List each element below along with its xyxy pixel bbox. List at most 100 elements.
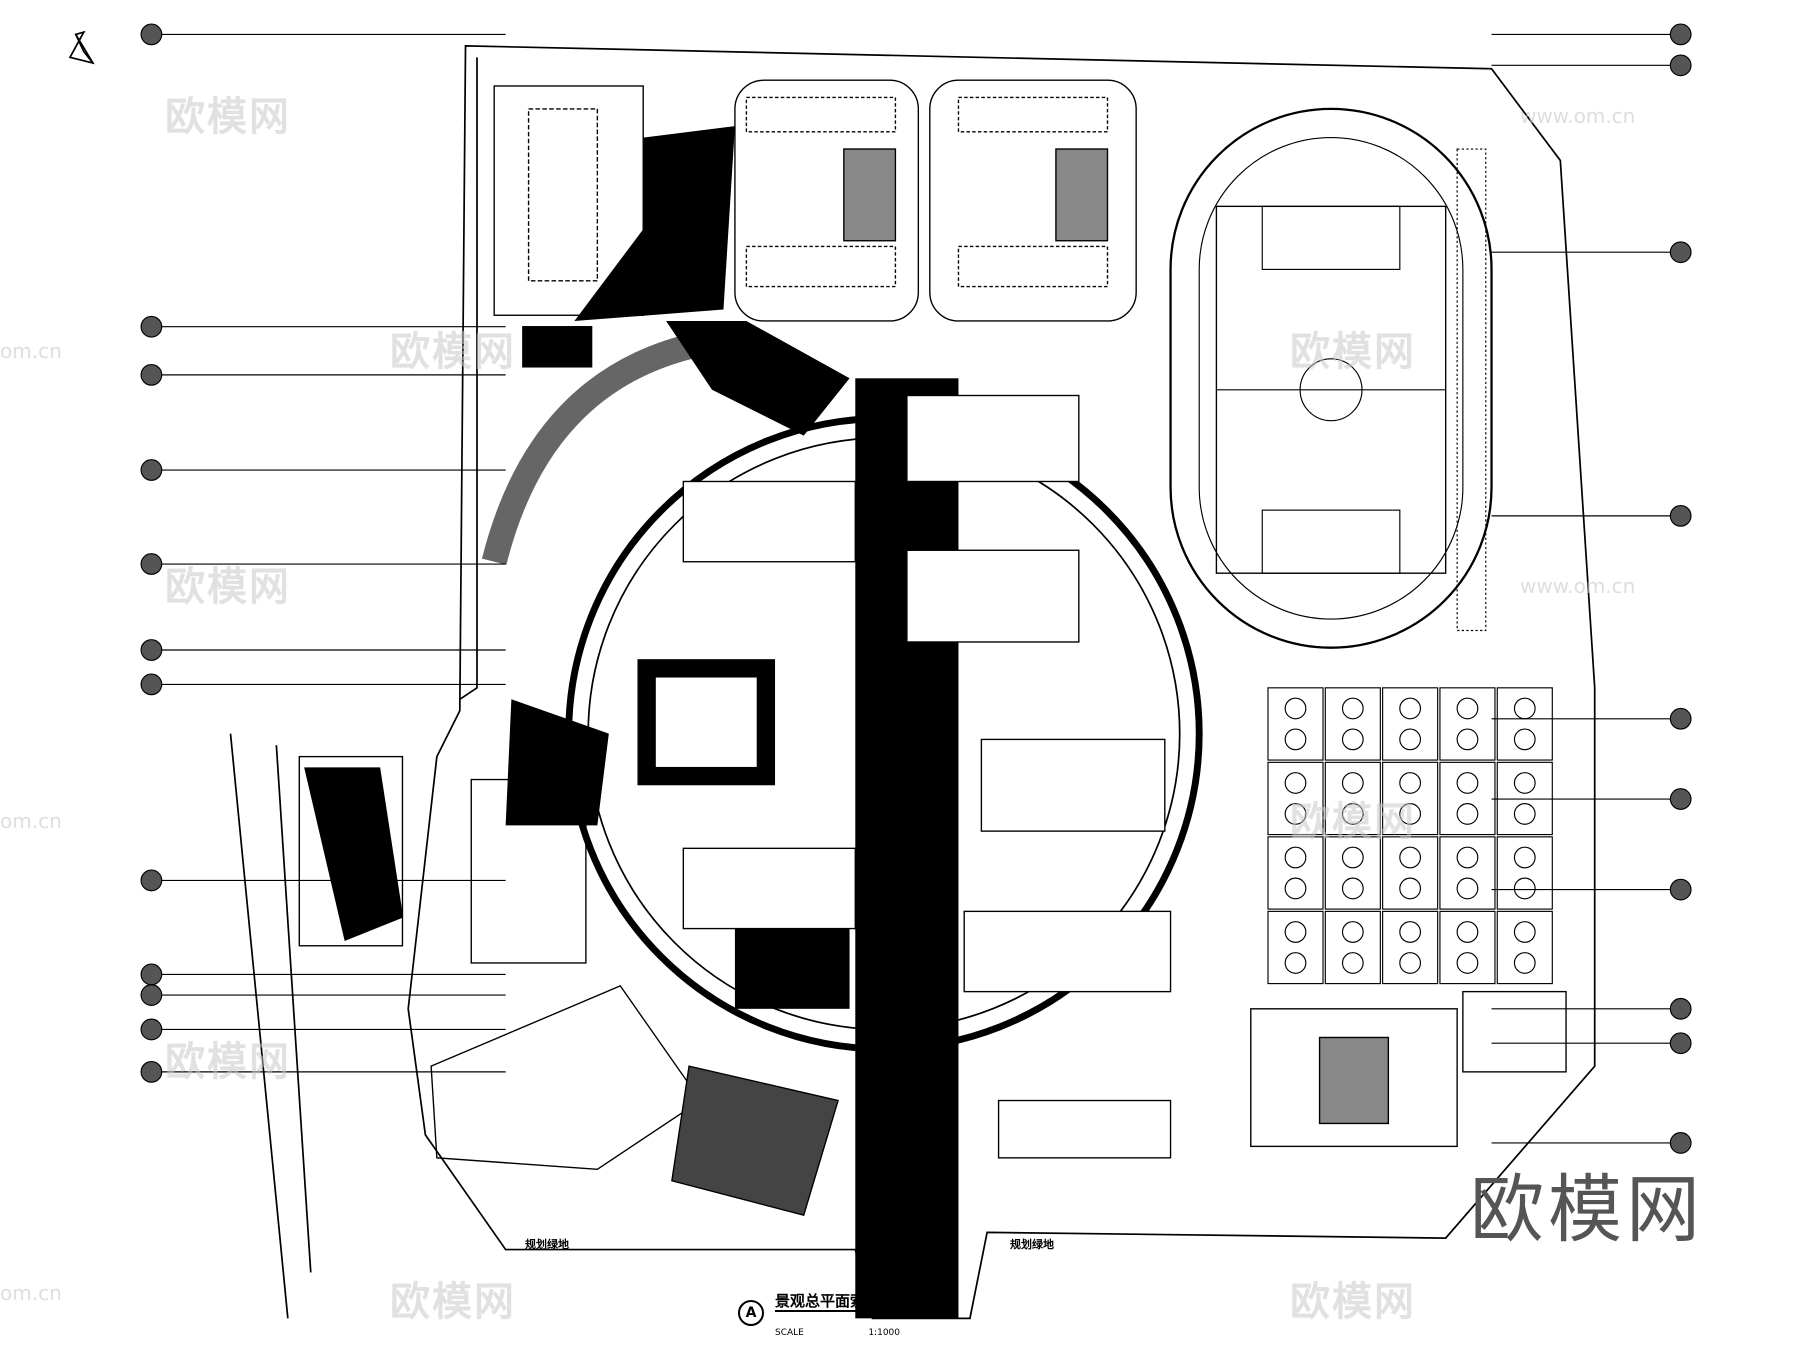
basketball-court: [1496, 687, 1553, 761]
index-callout-icon: [1669, 23, 1692, 46]
basketball-court: [1439, 836, 1496, 910]
index-callout-icon: [1669, 241, 1692, 264]
basketball-court: [1496, 836, 1553, 910]
basketball-court: [1382, 761, 1439, 836]
gymnasium: [1250, 990, 1567, 1148]
scale-value: 1:1000: [868, 1328, 900, 1338]
north-west-building: [493, 85, 644, 368]
arc-building: [481, 331, 704, 565]
court-key: [1284, 877, 1307, 900]
court-key: [1399, 803, 1422, 825]
court-key: [1456, 803, 1479, 825]
scale-label: SCALE: [775, 1328, 804, 1338]
court-key: [1284, 921, 1307, 943]
court-key: [1399, 728, 1422, 751]
watermark-url: www.om.cn: [1520, 104, 1636, 128]
index-callout-icon: [140, 459, 163, 481]
basketball-court: [1324, 761, 1381, 836]
court-key: [1456, 772, 1479, 794]
index-callout-icon: [140, 363, 163, 386]
south-west-buildings: [298, 755, 839, 1216]
index-callout-icon: [140, 984, 163, 1006]
watermark-logo: 欧模网: [1470, 1167, 1704, 1253]
court-key: [1456, 846, 1479, 869]
index-callout-icon: [1669, 1032, 1692, 1055]
teaching-blocks: [682, 394, 1172, 1159]
watermark-url: www.om.cn: [1520, 574, 1636, 598]
index-callout-icon: [140, 639, 163, 661]
central-building: [653, 675, 759, 770]
court-key: [1399, 772, 1422, 794]
watermark: 欧模网: [1290, 329, 1416, 375]
watermark: 欧模网: [165, 564, 291, 610]
court-key: [1284, 803, 1307, 825]
court-key: [1399, 697, 1422, 720]
court-key: [1513, 803, 1536, 825]
basketball-court: [1439, 687, 1496, 761]
court-key: [1456, 921, 1479, 943]
court-key: [1456, 877, 1479, 900]
index-callout-icon: [1669, 54, 1692, 77]
court-key: [1513, 877, 1536, 900]
index-callouts: [140, 23, 1692, 1154]
court-key: [1513, 846, 1536, 869]
basketball-court: [1496, 910, 1553, 985]
watermark-url: om.cn: [0, 1281, 62, 1305]
watermark: 欧模网: [390, 1279, 516, 1325]
court-key: [1284, 772, 1307, 794]
index-callout-icon: [1669, 788, 1692, 810]
court-key: [1456, 697, 1479, 720]
court-key: [1399, 846, 1422, 869]
court-key: [1284, 728, 1307, 751]
court-key: [1513, 952, 1536, 974]
court-key: [1513, 772, 1536, 794]
index-callout-icon: [140, 23, 163, 46]
court-key: [1399, 952, 1422, 974]
court-key: [1399, 921, 1422, 943]
index-callout-icon: [140, 869, 163, 892]
index-callout-icon: [140, 1060, 163, 1083]
index-callout-icon: [1669, 997, 1692, 1020]
court-key: [1456, 952, 1479, 974]
index-callout-icon: [140, 1018, 163, 1041]
basketball-court: [1267, 910, 1324, 985]
drawing-scale: SCALE 1:1000: [775, 1328, 900, 1339]
basketball-court: [1324, 836, 1381, 910]
index-callout-icon: [140, 673, 163, 696]
north-arrow-icon: [68, 30, 95, 65]
basketball-court: [1439, 910, 1496, 985]
basketball-court: [1267, 836, 1324, 910]
basketball-court: [1324, 910, 1381, 985]
index-callout-icon: [140, 963, 163, 986]
basketball-court: [1324, 687, 1381, 761]
central-ring: [565, 414, 1203, 1053]
watermark-url: om.cn: [0, 809, 62, 833]
watermark: 欧模网: [165, 94, 291, 140]
classroom-cluster-north: [734, 79, 1137, 322]
court-key: [1513, 697, 1536, 720]
court-key: [1341, 952, 1364, 974]
court-key: [1399, 877, 1422, 900]
basketball-courts: [1267, 687, 1553, 985]
court-key: [1341, 803, 1364, 825]
index-callout-icon: [140, 553, 163, 575]
court-key: [1284, 952, 1307, 974]
court-key: [1284, 697, 1307, 720]
drawing-mark: A: [738, 1300, 764, 1326]
watermark: 欧模网: [1290, 1279, 1416, 1325]
watermark: 欧模网: [165, 1039, 291, 1085]
court-key: [1513, 921, 1536, 943]
court-key: [1341, 877, 1364, 900]
drawing-title: 景观总平面索引图: [775, 1292, 896, 1312]
court-key: [1341, 728, 1364, 751]
court-key: [1341, 921, 1364, 943]
index-callout-icon: [1669, 707, 1692, 730]
basketball-court: [1382, 910, 1439, 985]
index-callout-icon: [140, 315, 163, 338]
court-key: [1284, 846, 1307, 869]
basketball-court: [1267, 687, 1324, 761]
court-key: [1341, 697, 1364, 720]
basketball-court: [1267, 761, 1324, 836]
green-label: 规划绿地: [525, 1238, 569, 1251]
watermark: 欧模网: [390, 329, 516, 375]
